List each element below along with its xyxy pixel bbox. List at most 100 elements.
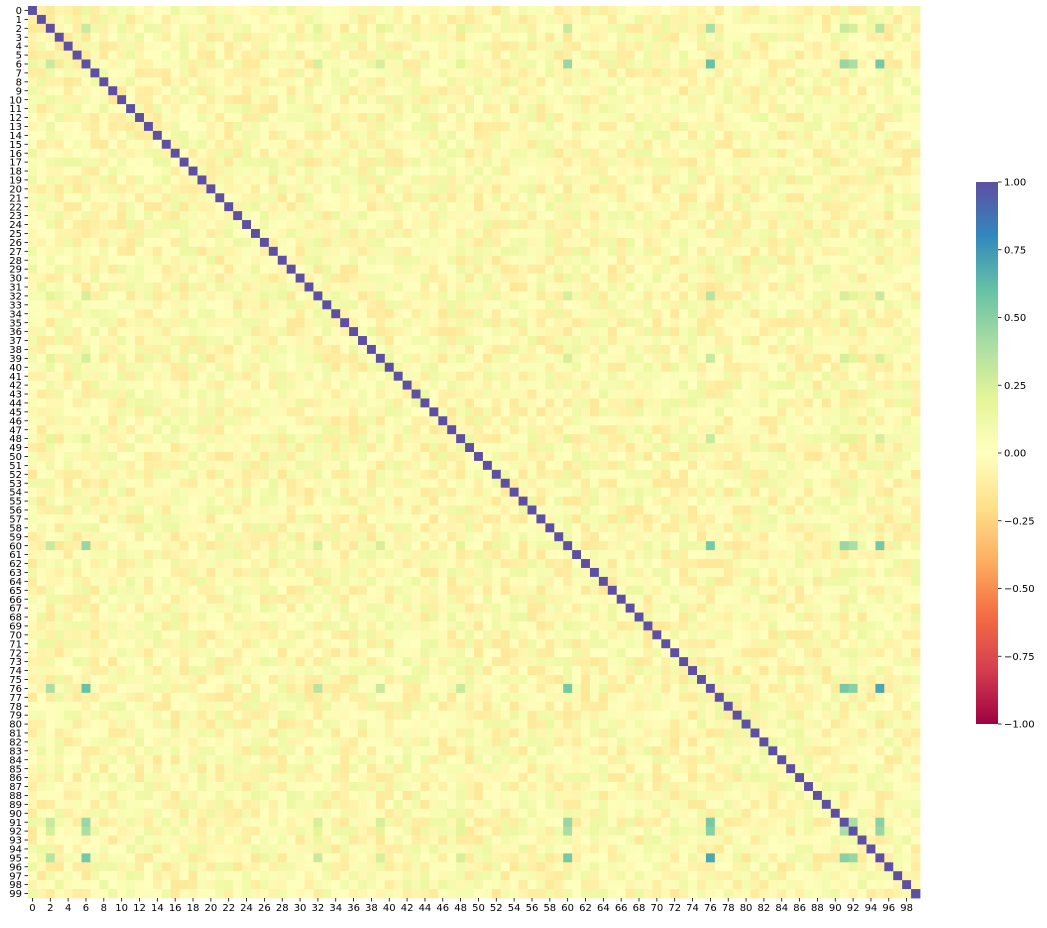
heatmap-cell bbox=[670, 300, 680, 310]
heatmap-cell bbox=[90, 184, 100, 194]
heatmap-cell bbox=[563, 380, 573, 390]
heatmap-cell bbox=[340, 353, 350, 364]
heatmap-cell bbox=[36, 220, 47, 230]
heatmap-cell bbox=[563, 282, 573, 292]
heatmap-cell bbox=[45, 353, 56, 364]
heatmap-cell bbox=[536, 32, 546, 43]
heatmap-cell bbox=[670, 175, 680, 185]
heatmap-cell bbox=[875, 23, 885, 34]
heatmap-cell bbox=[358, 41, 368, 51]
heatmap-cell bbox=[509, 113, 519, 123]
heatmap-cell bbox=[277, 175, 288, 185]
heatmap-cell bbox=[456, 113, 466, 123]
heatmap-cell bbox=[465, 443, 475, 453]
heatmap-cell bbox=[839, 220, 850, 230]
heatmap-cell bbox=[242, 77, 252, 87]
heatmap-cell bbox=[143, 362, 154, 373]
heatmap-cell bbox=[893, 291, 903, 301]
heatmap-cell bbox=[768, 86, 778, 96]
heatmap-cell bbox=[126, 318, 136, 328]
heatmap-cell bbox=[661, 389, 671, 399]
heatmap-cell bbox=[81, 318, 91, 328]
heatmap-cell bbox=[661, 229, 671, 239]
heatmap-cell bbox=[331, 175, 341, 185]
heatmap-cell bbox=[581, 86, 591, 96]
heatmap-cell bbox=[63, 68, 73, 78]
heatmap-cell bbox=[723, 41, 734, 51]
heatmap-cell bbox=[99, 353, 109, 364]
heatmap-cell bbox=[366, 121, 377, 132]
heatmap-cell bbox=[607, 95, 618, 105]
heatmap-cell bbox=[705, 148, 716, 159]
heatmap-cell bbox=[170, 130, 181, 141]
heatmap-cell bbox=[456, 14, 466, 25]
heatmap-cell bbox=[652, 86, 662, 96]
heatmap-cell bbox=[679, 282, 689, 292]
heatmap-cell bbox=[465, 139, 475, 150]
heatmap-cell bbox=[259, 407, 270, 417]
heatmap-cell bbox=[135, 353, 145, 364]
heatmap-cell bbox=[54, 371, 65, 382]
heatmap-cell bbox=[830, 398, 841, 408]
heatmap-cell bbox=[527, 416, 537, 426]
heatmap-cell bbox=[697, 398, 707, 408]
heatmap-cell bbox=[108, 380, 118, 390]
heatmap-cell bbox=[108, 193, 118, 203]
heatmap-cell bbox=[875, 434, 885, 444]
heatmap-cell bbox=[518, 434, 528, 444]
heatmap-cell bbox=[224, 68, 234, 78]
heatmap-cell bbox=[251, 32, 261, 43]
heatmap-cell bbox=[63, 157, 73, 167]
heatmap-cell bbox=[545, 291, 555, 301]
heatmap-cell bbox=[839, 148, 850, 159]
heatmap-cell bbox=[509, 237, 519, 248]
heatmap-cell bbox=[233, 353, 243, 364]
heatmap-cell bbox=[54, 443, 65, 453]
heatmap-cell bbox=[572, 86, 582, 96]
heatmap-cell bbox=[732, 237, 742, 248]
heatmap-cell bbox=[688, 362, 698, 373]
heatmap-cell bbox=[830, 166, 841, 176]
heatmap-cell bbox=[527, 95, 537, 105]
heatmap-cell bbox=[474, 416, 484, 426]
heatmap-cell bbox=[527, 50, 537, 60]
heatmap-cell bbox=[741, 353, 751, 364]
heatmap-cell bbox=[358, 443, 368, 453]
heatmap-cell bbox=[625, 166, 635, 176]
heatmap-cell bbox=[295, 353, 305, 364]
heatmap-cell bbox=[786, 202, 796, 212]
heatmap-cell bbox=[393, 237, 404, 248]
heatmap-cell bbox=[777, 237, 787, 248]
heatmap-cell bbox=[54, 220, 65, 230]
heatmap-cell bbox=[821, 23, 832, 34]
heatmap-cell bbox=[135, 50, 145, 60]
heatmap-cell bbox=[277, 336, 288, 346]
heatmap-cell bbox=[705, 175, 716, 185]
heatmap-cell bbox=[277, 327, 288, 337]
heatmap-cell bbox=[679, 104, 689, 114]
heatmap-cell bbox=[893, 327, 903, 337]
heatmap-cell bbox=[295, 237, 305, 248]
heatmap-cell bbox=[732, 184, 742, 194]
heatmap-cell bbox=[197, 371, 207, 382]
heatmap-cell bbox=[384, 211, 395, 221]
heatmap-cell bbox=[821, 434, 832, 444]
heatmap-cell bbox=[143, 157, 154, 167]
heatmap-cell bbox=[81, 282, 91, 292]
heatmap-cell bbox=[465, 291, 475, 301]
heatmap-cell bbox=[777, 416, 787, 426]
heatmap-cell bbox=[429, 246, 439, 257]
heatmap-cell bbox=[349, 32, 359, 43]
heatmap-cell bbox=[661, 336, 671, 346]
heatmap-cell bbox=[866, 139, 876, 150]
heatmap-cell bbox=[322, 362, 332, 373]
heatmap-cell bbox=[581, 139, 591, 150]
heatmap-cell bbox=[152, 309, 163, 319]
heatmap-cell bbox=[313, 6, 323, 16]
heatmap-cell bbox=[465, 246, 475, 257]
heatmap-cell bbox=[411, 77, 421, 87]
heatmap-cell bbox=[108, 50, 118, 60]
heatmap-cell bbox=[358, 193, 368, 203]
heatmap-cell bbox=[911, 291, 921, 301]
heatmap-cell bbox=[465, 23, 475, 34]
